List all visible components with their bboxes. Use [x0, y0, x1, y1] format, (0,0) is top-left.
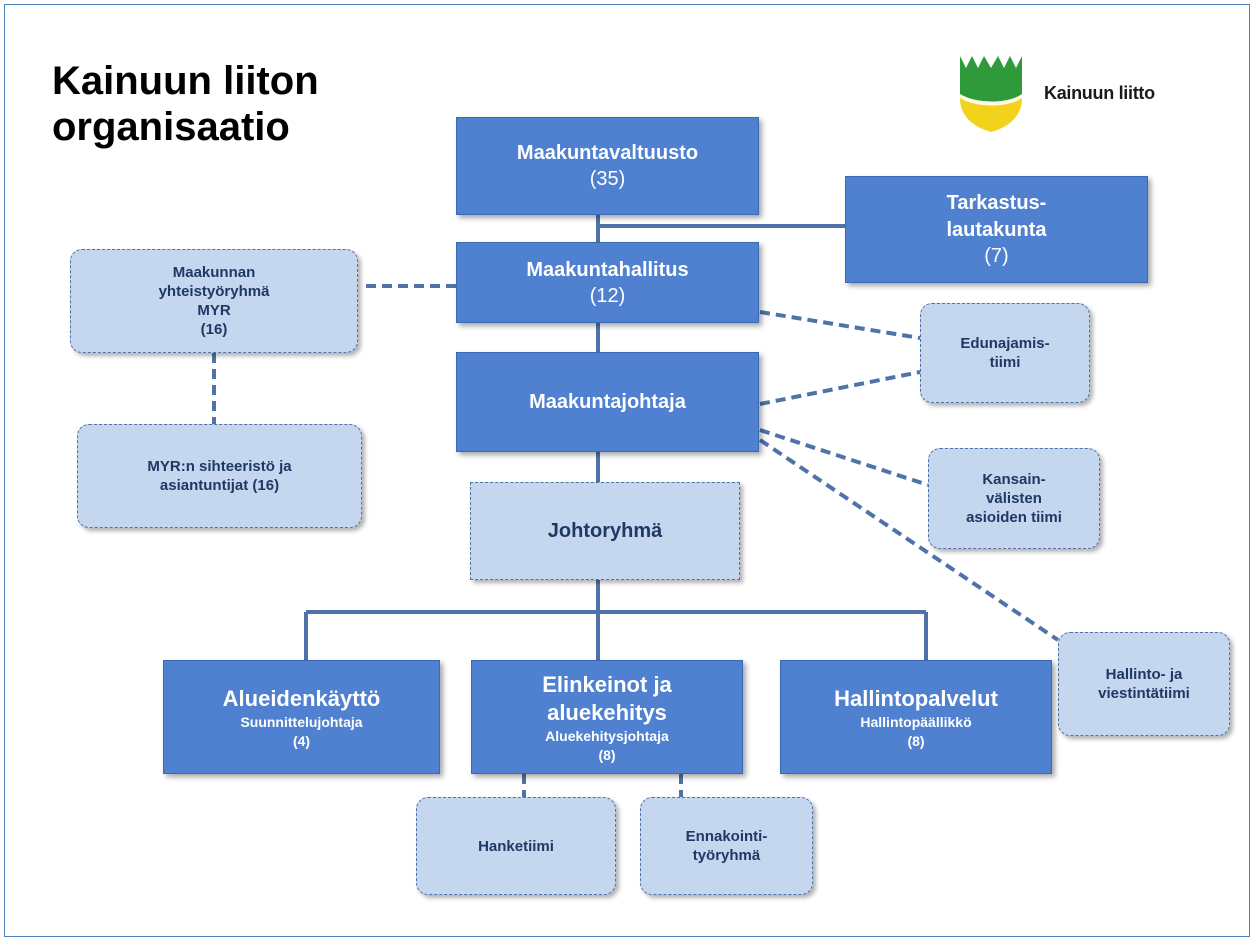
kansainvaliset-box: Kansain- välisten asioiden tiimi [928, 448, 1100, 549]
hallintopalvelut-title: Hallintopalvelut [834, 685, 998, 711]
dash-johtaja-kansain [759, 428, 929, 487]
brand-name: Kainuun liitto [1044, 83, 1155, 103]
elinkeinot-box: Elinkeinot ja aluekehitys Aluekehitysjoh… [471, 660, 743, 774]
elinkeinot-title: Elinkeinot ja aluekehitys [542, 671, 672, 725]
hallinto-viestinta-box: Hallinto- ja viestintätiimi [1058, 632, 1230, 736]
ennakointi-box: Ennakointi- työryhmä [640, 797, 813, 895]
kansainvaliset-title: Kansain- välisten asioiden tiimi [966, 471, 1062, 526]
maakuntahallitus-title: Maakuntahallitus [526, 258, 689, 281]
elinkeinot-subtitle: Aluekehitysjohtaja [545, 727, 669, 744]
alueidenkaytto-box: Alueidenkäyttö Suunnittelujohtaja (4) [163, 660, 440, 774]
myr-title: Maakunnan yhteistyöryhmä MYR (16) [158, 264, 270, 338]
edunajamistiimi-title: Edunajamis- tiimi [960, 335, 1050, 371]
ennakointi-title: Ennakointi- työryhmä [685, 828, 768, 864]
myr-box: Maakunnan yhteistyöryhmä MYR (16) [70, 249, 358, 353]
hallintopalvelut-subtitle: Hallintopäällikkö [860, 713, 972, 730]
maakuntavaltuusto-count: (35) [589, 168, 626, 190]
alueidenkaytto-subtitle: Suunnittelujohtaja [240, 713, 363, 730]
maakuntajohtaja-box: Maakuntajohtaja [456, 352, 759, 452]
hanketiimi-box: Hanketiimi [416, 797, 616, 895]
maakuntahallitus-box: Maakuntahallitus (12) [456, 242, 759, 323]
maakuntavaltuusto-box: Maakuntavaltuusto (35) [456, 117, 759, 215]
hallintopalvelut-count: (8) [907, 732, 925, 749]
tarkastuslautakunta-box: Tarkastus- lautakunta (7) [845, 176, 1148, 283]
alueidenkaytto-title: Alueidenkäyttö [222, 685, 381, 711]
hallinto-viestinta-title: Hallinto- ja viestintätiimi [1098, 666, 1190, 702]
tarkastuslautakunta-count: (7) [984, 245, 1009, 267]
johtoryhma-title: Johtoryhmä [547, 519, 663, 542]
myr-secretariat-box: MYR:n sihteeristö ja asiantuntijat (16) [77, 424, 362, 528]
maakuntahallitus-count: (12) [589, 284, 626, 307]
edunajamistiimi-box: Edunajamis- tiimi [920, 303, 1090, 403]
page-title: Kainuun liiton organisaatio [52, 59, 319, 149]
johtoryhma-box: Johtoryhmä [470, 482, 740, 580]
dash-johtaja-hallinto [758, 438, 1060, 642]
hallintopalvelut-box: Hallintopalvelut Hallintopäällikkö (8) [780, 660, 1052, 774]
maakuntajohtaja-title: Maakuntajohtaja [529, 390, 686, 413]
hanketiimi-title: Hanketiimi [478, 837, 554, 855]
maakuntavaltuusto-title: Maakuntavaltuusto [516, 142, 699, 164]
myr-secretariat-title: MYR:n sihteeristö ja asiantuntijat (16) [147, 458, 292, 494]
elinkeinot-count: (8) [598, 746, 616, 763]
dash-hallitus-edunajamis [759, 310, 921, 340]
tarkastuslautakunta-title: Tarkastus- lautakunta [946, 192, 1047, 241]
slide-frame [4, 4, 1250, 937]
alueidenkaytto-count: (4) [292, 732, 311, 749]
kainuu-coat-of-arms-icon [960, 56, 1022, 132]
dash-johtaja-edunajamis [759, 370, 921, 406]
